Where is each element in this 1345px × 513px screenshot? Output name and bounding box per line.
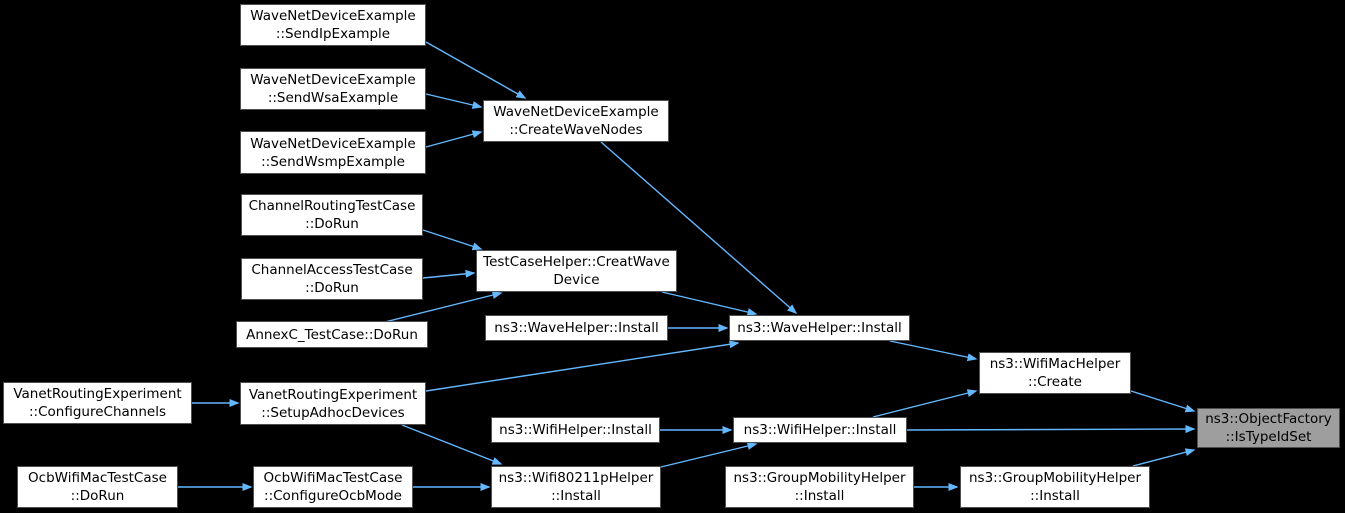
- graph-node-wifimachelper-create[interactable]: ns3::WifiMacHelper::Create: [979, 352, 1131, 394]
- node-label-line: ::Create: [1028, 374, 1082, 390]
- call-edge-wavenet-sendipexample--wavenet-createwavenodes: [425, 41, 527, 99]
- node-label-line: ns3::WifiMacHelper: [989, 356, 1121, 372]
- node-label-line: AnnexC_TestCase::DoRun: [246, 326, 418, 343]
- node-label-line: WaveNetDeviceExample: [493, 104, 659, 120]
- node-label-line: ::SendWsaExample: [267, 90, 399, 106]
- node-label-line: ns3::WifiHelper::Install: [743, 422, 897, 438]
- graph-node-vanet-setupadhocdevices[interactable]: VanetRoutingExperiment::SetupAdhocDevice…: [240, 382, 426, 425]
- call-edge-testcasehelper-creatwavedevice--wavehelper-install: [661, 291, 758, 316]
- node-label-line: OcbWifiMacTestCase: [263, 470, 403, 486]
- node-label-line: ChannelRoutingTestCase: [248, 198, 416, 214]
- node-label-line: VanetRoutingExperiment: [13, 386, 182, 402]
- node-label-line: ::ConfigureOcbMode: [264, 488, 402, 504]
- call-edge-annexc-testcase-dorun--testcasehelper-creatwavedevice: [380, 291, 503, 324]
- call-edge-vanet-setupadhocdevices--wavehelper-install: [425, 340, 740, 392]
- graph-node-wifi80211phelper-install[interactable]: ns3::Wifi80211pHelper::Install: [491, 466, 661, 508]
- call-edge-groupmobilityhelper-install--objectfactory-istypeidset: [1132, 448, 1196, 467]
- node-label-line: TestCaseHelper::CreatWave: [483, 254, 670, 270]
- call-edge-wifimachelper-create--objectfactory-istypeidset: [1130, 390, 1196, 413]
- node-label-line: VanetRoutingExperiment: [248, 386, 418, 403]
- graph-node-wifihelper-install[interactable]: ns3::WifiHelper::Install: [733, 417, 907, 443]
- graph-node-channelroutingtestcase-dorun[interactable]: ChannelRoutingTestCase::DoRun: [241, 194, 423, 236]
- graph-node-objectfactory-istypeidset: ns3::ObjectFactory::IsTypeIdSet: [1197, 408, 1340, 448]
- node-label-line: ns3::GroupMobilityHelper: [733, 470, 906, 486]
- node-label-line: ns3::WifiHelper::Install: [499, 422, 652, 438]
- node-label-line: ::DoRun: [70, 488, 125, 504]
- node-label-line: ::ConfigureChannels: [29, 404, 166, 420]
- graph-node-wavenet-sendwsaexample[interactable]: WaveNetDeviceExample::SendWsaExample: [240, 68, 426, 110]
- call-edge-wifihelper-install--objectfactory-istypeidset: [906, 425, 1196, 434]
- call-edge-wavenet-createwavenodes--wavehelper-install: [600, 141, 798, 314]
- call-edges: [178, 41, 1196, 491]
- node-label-line: ::SendIpExample: [275, 26, 391, 42]
- node-label-line: ::SetupAdhocDevices: [261, 404, 405, 421]
- graph-node-wavehelper-install[interactable]: ns3::WaveHelper::Install: [729, 315, 910, 341]
- graph-node-groupmobilityhelper-install[interactable]: ns3::GroupMobilityHelper::Install: [960, 466, 1150, 508]
- graph-node-ocbwifimactestcase-configureocbmode[interactable]: OcbWifiMacTestCase::ConfigureOcbMode: [253, 466, 413, 508]
- node-label-line: ns3::WaveHelper::Install: [494, 320, 659, 336]
- node-label-line: Device: [553, 272, 600, 288]
- graph-node-wavenet-createwavenodes[interactable]: WaveNetDeviceExample::CreateWaveNodes: [483, 100, 669, 142]
- graph-node-channelaccesstestcase-dorun[interactable]: ChannelAccessTestCase::DoRun: [241, 258, 423, 300]
- call-edge-vanet-setupadhocdevices--wifi80211phelper-install: [401, 424, 503, 465]
- node-label-line: WaveNetDeviceExample: [250, 72, 416, 88]
- graph-node-vanet-configurechannels[interactable]: VanetRoutingExperiment::ConfigureChannel…: [3, 382, 192, 424]
- node-label-line: ::SendWsmpExample: [261, 153, 405, 170]
- graph-node-wavenet-sendipexample[interactable]: WaveNetDeviceExample::SendIpExample: [240, 4, 426, 46]
- graph-node-ocbwifimactestcase-dorun[interactable]: OcbWifiMacTestCase::DoRun: [17, 466, 178, 508]
- node-label-line: WaveNetDeviceExample: [250, 8, 416, 24]
- call-edge-wifi80211phelper-install--wifihelper-install: [660, 442, 758, 468]
- call-edge-wifihelper-install--wifimachelper-create: [872, 389, 978, 418]
- call-edge-wavehelper-install--wifimachelper-create: [889, 340, 978, 362]
- graph-node-groupmobilityhelper-install-overload[interactable]: ns3::GroupMobilityHelper::Install: [725, 466, 914, 508]
- node-label-line: ::CreateWaveNodes: [509, 122, 643, 138]
- node-label-line: ::Install: [551, 488, 601, 504]
- node-label-line: ::DoRun: [305, 216, 359, 232]
- call-edge-channelroutingtestcase-dorun--testcasehelper-creatwavedevice: [422, 229, 483, 251]
- call-edge-channelaccesstestcase-dorun--testcasehelper-creatwavedevice: [422, 269, 476, 279]
- node-label-line: OcbWifiMacTestCase: [28, 470, 167, 486]
- graph-node-wavenet-sendwsmpexample[interactable]: WaveNetDeviceExample::SendWsmpExample: [240, 131, 426, 174]
- graph-node-wavehelper-install-overload[interactable]: ns3::WaveHelper::Install: [485, 315, 668, 341]
- node-label-line: ns3::GroupMobilityHelper: [968, 470, 1142, 486]
- node-label-line: ::Install: [1030, 488, 1080, 504]
- node-label-line: ::DoRun: [305, 280, 359, 296]
- node-label-line: ::IsTypeIdSet: [1225, 429, 1312, 445]
- graph-node-wifihelper-install-overload[interactable]: ns3::WifiHelper::Install: [491, 417, 660, 443]
- call-edge-wavenet-sendwsaexample--wavenet-createwavenodes: [425, 93, 483, 109]
- graph-node-annexc-testcase-dorun[interactable]: AnnexC_TestCase::DoRun: [236, 321, 428, 348]
- node-label-line: ns3::ObjectFactory: [1205, 411, 1332, 427]
- node-label-line: ns3::WaveHelper::Install: [737, 320, 902, 336]
- node-label-line: WaveNetDeviceExample: [250, 135, 416, 152]
- call-edge-wavenet-sendwsmpexample--wavenet-createwavenodes: [425, 130, 483, 148]
- node-label-line: ::Install: [794, 488, 845, 504]
- node-label-line: ns3::Wifi80211pHelper: [498, 470, 654, 486]
- node-label-line: ChannelAccessTestCase: [251, 262, 413, 278]
